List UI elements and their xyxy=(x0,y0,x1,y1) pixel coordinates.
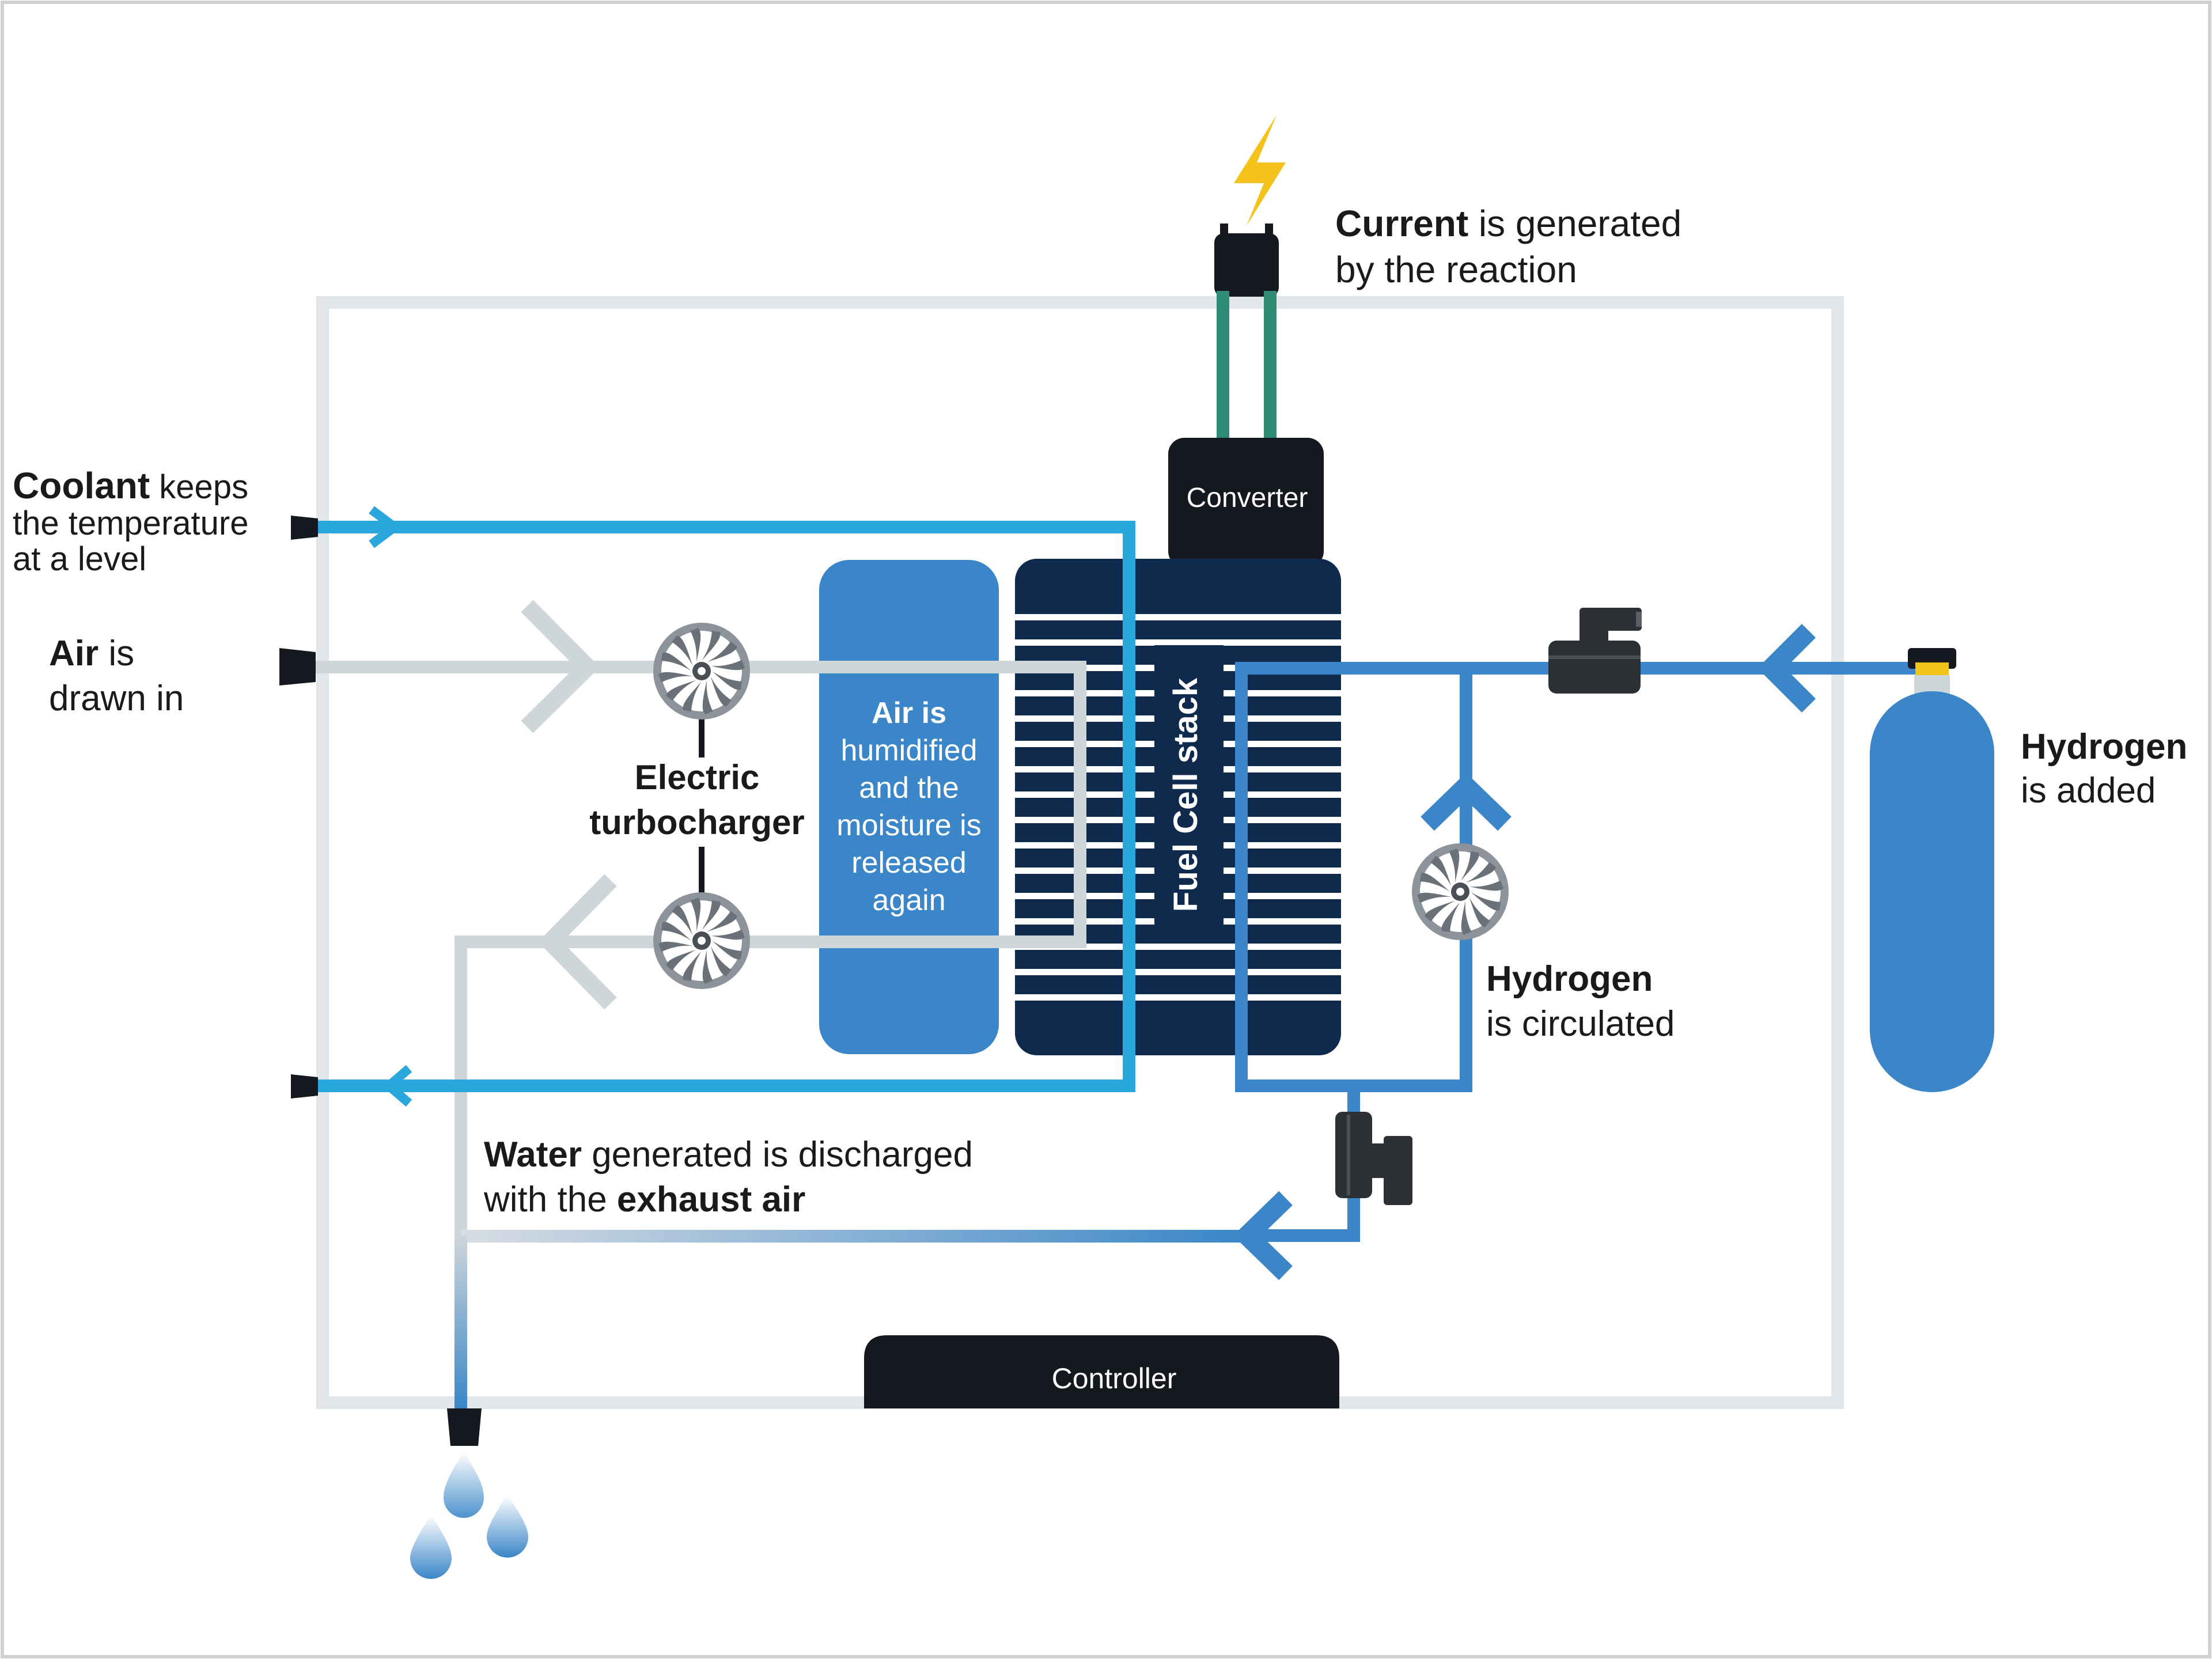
hydrogen-circulated-label-line2: is circulated xyxy=(1486,1004,1675,1044)
air-inlet-nozzle xyxy=(279,648,316,685)
svg-text:turbocharger: turbocharger xyxy=(589,803,804,842)
turbocharger-shaft-lower xyxy=(699,847,704,896)
water-label-line2: with the exhaust air xyxy=(483,1180,805,1219)
coolant-outlet-arrow xyxy=(381,1065,412,1107)
svg-text:humidified: humidified xyxy=(840,734,977,767)
current-terminal xyxy=(1214,233,1279,297)
wire-right xyxy=(1264,291,1277,442)
air-label-line2: drawn in xyxy=(49,679,184,718)
svg-text:released: released xyxy=(851,846,966,880)
purge-arrow xyxy=(1233,1191,1293,1281)
converter-label: Converter xyxy=(1187,483,1308,513)
svg-text:again: again xyxy=(872,884,945,917)
exhaust-air-chevron xyxy=(537,874,617,1010)
exhaust-nozzle xyxy=(447,1408,482,1446)
water-discharge-line xyxy=(461,1230,1244,1243)
svg-text:and the: and the xyxy=(859,771,959,805)
hydrogen-tank-icon xyxy=(1870,648,1994,1092)
svg-text:moisture is: moisture is xyxy=(836,809,981,842)
controller-box xyxy=(864,1335,1339,1408)
water-label: Water generated is discharged xyxy=(484,1135,973,1175)
controller-label: Controller xyxy=(1052,1362,1177,1395)
coolant-label-line3: at a level xyxy=(13,540,146,578)
hydrogen-added-label: Hydrogen xyxy=(2021,727,2187,767)
valve-icon xyxy=(1335,1112,1412,1205)
water-drop-icon xyxy=(487,1495,528,1558)
turbine-fan-icon xyxy=(653,892,750,989)
converter-box xyxy=(1168,438,1324,567)
turbine-fan-icon xyxy=(653,623,750,719)
lightning-bolt-icon xyxy=(1234,115,1286,226)
svg-text:Electric: Electric xyxy=(635,758,760,797)
current-label: Current is generated xyxy=(1335,203,1681,244)
water-drop-icon xyxy=(410,1515,452,1579)
turbocharger-shaft-upper xyxy=(699,714,704,757)
terminal-pin-right xyxy=(1265,224,1273,238)
terminal-pin-left xyxy=(1220,224,1228,238)
coolant-inlet-nozzle xyxy=(291,516,318,540)
hydrogen-supply-arrow xyxy=(1757,623,1816,713)
hydrogen-added-label-line2: is added xyxy=(2021,771,2156,810)
coolant-inlet-arrow xyxy=(369,506,403,548)
air-label: Air is xyxy=(49,634,134,673)
air-intake-chevron xyxy=(521,600,600,733)
coolant-label-line2: the temperature xyxy=(13,505,248,542)
coolant-label: Coolant keeps xyxy=(13,465,248,506)
current-label-line2: by the reaction xyxy=(1335,249,1577,290)
fuel-cell-stack-label: Fuel Cell stack xyxy=(1167,677,1205,912)
exhaust-vertical-line xyxy=(454,1236,467,1408)
coolant-outlet-nozzle xyxy=(291,1074,318,1099)
wire-left xyxy=(1217,291,1229,442)
water-drop-icon xyxy=(444,1452,484,1518)
hydrogen-circulated-label: Hydrogen xyxy=(1486,959,1653,999)
turbine-fan-icon xyxy=(1412,843,1509,940)
fuel-cell-stack xyxy=(1015,559,1341,1055)
turbocharger-label: Electric turbocharger xyxy=(589,758,804,842)
hydrogen-circulation-arrow xyxy=(1421,772,1512,831)
valve-icon xyxy=(1548,608,1642,694)
svg-text:Air is: Air is xyxy=(872,696,946,730)
humidifier xyxy=(819,560,999,1054)
humidifier-label: Air is humidified and the moisture is re… xyxy=(836,696,981,917)
coolant-line xyxy=(311,521,1135,1092)
